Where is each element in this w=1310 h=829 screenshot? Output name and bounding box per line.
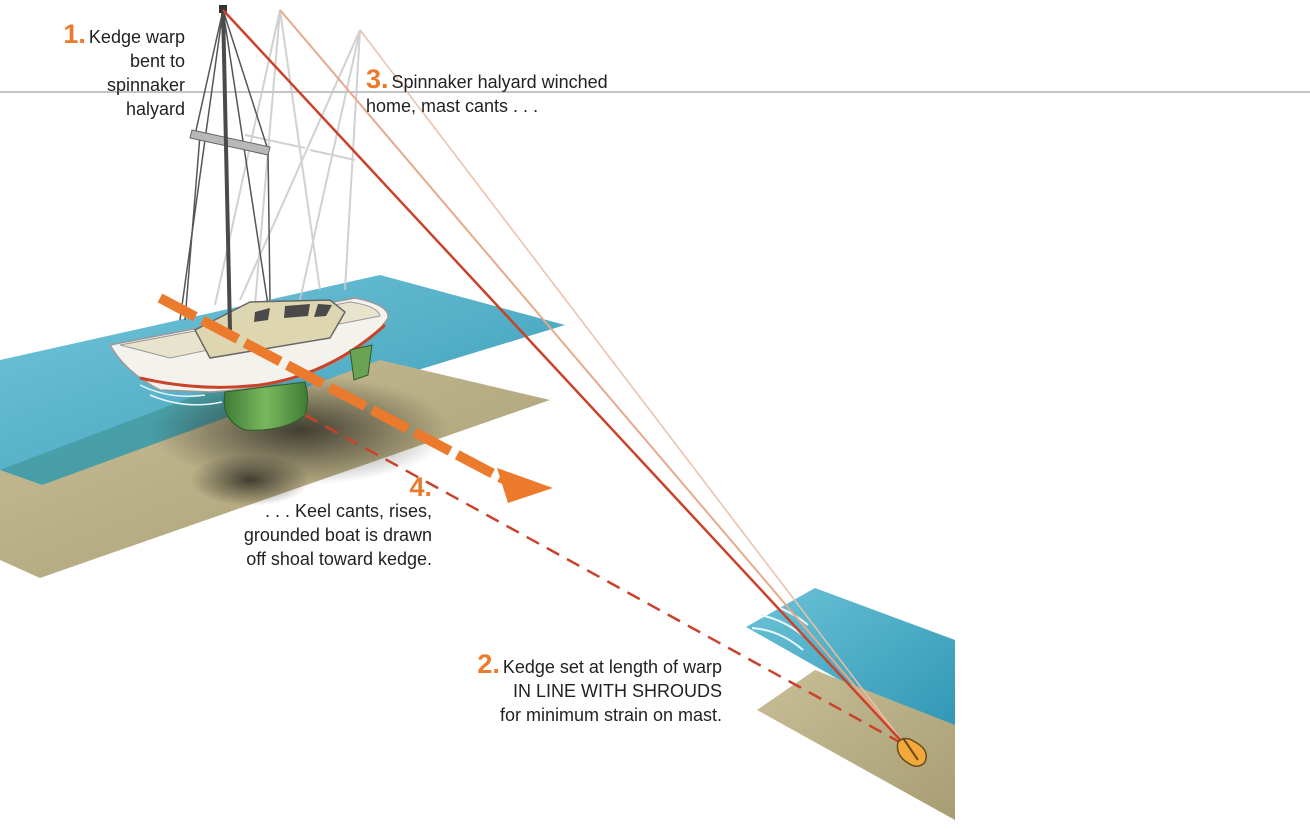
spreader (189, 129, 271, 156)
step-2-number: 2. (477, 649, 500, 679)
kedge-anchor-icon (896, 737, 927, 767)
step-3-number: 3. (366, 64, 389, 94)
direction-arrow (157, 293, 553, 503)
step-4-number: 4. (409, 472, 432, 502)
step-1-line-2: bent to (129, 51, 185, 71)
step-1-line-1: Kedge warp (88, 27, 185, 47)
step-4-label: 4. . . . Keel cants, rises, grounded boa… (200, 472, 432, 571)
step-1-number: 1. (63, 19, 86, 49)
step-1-line-3: spinnaker (106, 75, 185, 95)
step-4-line-2: grounded boat is drawn (243, 525, 432, 545)
step-2-line-1: Kedge set at length of warp (502, 657, 722, 677)
step-3-label: 3.Spinnaker halyard winched home, mast c… (366, 64, 686, 118)
cabin-windows (254, 304, 332, 322)
step-4-line-3: off shoal toward kedge. (246, 549, 432, 569)
masthead (219, 5, 227, 13)
water-ripples-hull (139, 384, 223, 406)
keel-shadow (190, 454, 310, 506)
mast (221, 7, 232, 331)
ghost-mast-positions (214, 9, 361, 306)
ghost-halyard-1 (279, 9, 906, 746)
step-3-line-1: Spinnaker halyard winched (391, 72, 608, 92)
kedge-warp-halyard (222, 9, 906, 746)
step-3-line-2: home, mast cants . . . (366, 96, 539, 116)
boat-keel (223, 381, 308, 431)
boat-rudder (349, 344, 373, 381)
step-2-line-2: IN LINE WITH SHROUDS (512, 681, 722, 701)
ghost-halyard-2 (359, 29, 906, 746)
step-1-line-4: halyard (125, 99, 185, 119)
step-2-label: 2.Kedge set at length of warp IN LINE WI… (380, 649, 722, 727)
step-1-label: 1.Kedge warp bent to spinnaker halyard (20, 19, 185, 121)
step-2-line-3: for minimum strain on mast. (499, 705, 722, 725)
sand-kedge-area (757, 670, 955, 820)
step-4-line-1: . . . Keel cants, rises, (264, 501, 432, 521)
shrouds (179, 9, 271, 321)
